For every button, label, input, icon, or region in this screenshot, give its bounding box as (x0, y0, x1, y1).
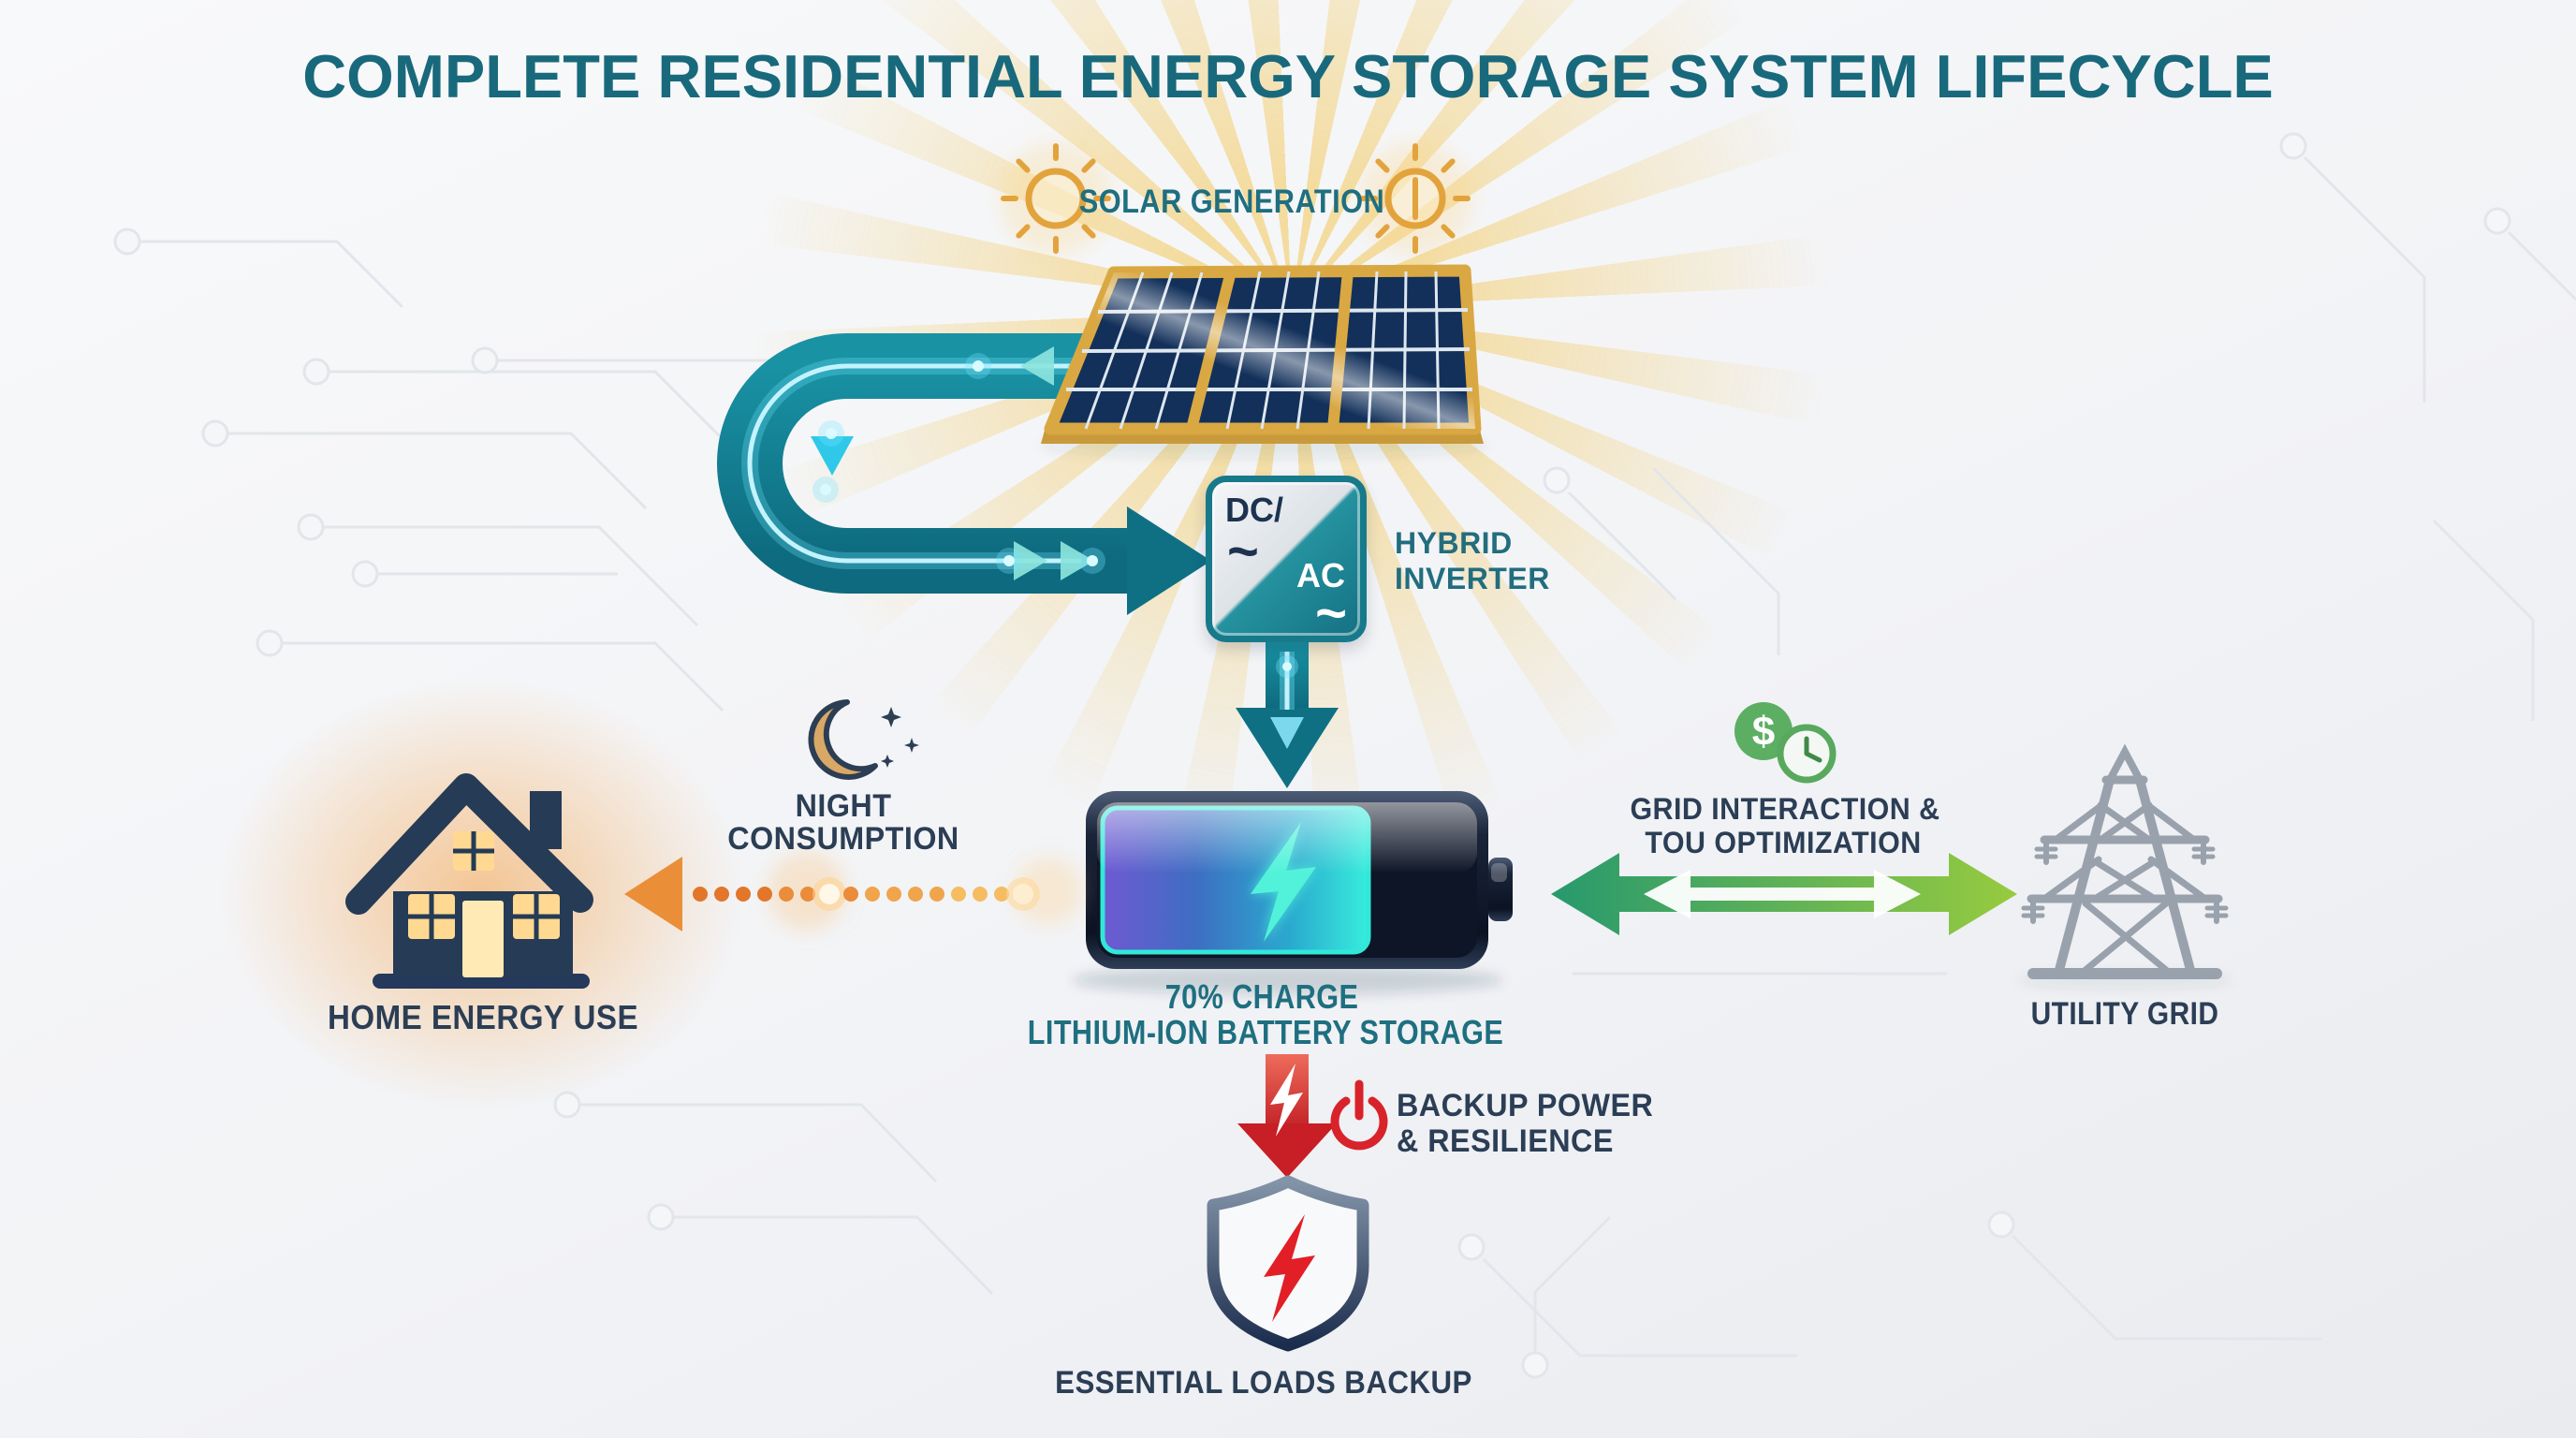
dc-label: DC/ (1225, 491, 1283, 529)
shield-bolt-icon (1264, 1214, 1315, 1322)
battery-bolt-icon (1251, 822, 1316, 942)
house-icon (345, 773, 593, 989)
backup-arrow-icon (1237, 1054, 1337, 1178)
flow-glow-dots (812, 353, 1105, 574)
backup-power-label-line2: & RESILIENCE (1397, 1123, 1614, 1159)
battery-charge-label: 70% CHARGE (1164, 977, 1359, 1016)
grid-flow-arrow (1551, 853, 2017, 935)
power-icon (1330, 1079, 1388, 1151)
shield-icon (1207, 1175, 1369, 1352)
hybrid-inverter-label-line1: HYBRID (1395, 526, 1513, 560)
dollar-icon: $ (1734, 702, 1793, 760)
solar-panel-icon (1041, 264, 1484, 444)
inverter-to-battery-arrow (1236, 642, 1339, 788)
utility-grid-label: UTILITY GRID (2030, 996, 2219, 1032)
page-title: COMPLETE RESIDENTIAL ENERGY STORAGE SYST… (302, 42, 2274, 110)
battery-icon (1086, 791, 1513, 969)
dc-wave: ~ (1227, 521, 1259, 582)
solar-flow-arrow (717, 333, 1211, 615)
solar-generation-label: SOLAR GENERATION (1078, 183, 1385, 220)
night-consumption-label-line1: NIGHT (795, 788, 892, 824)
ac-label: AC (1296, 556, 1345, 594)
battery-storage-label: LITHIUM-ION BATTERY STORAGE (1027, 1013, 1504, 1051)
essential-loads-label: ESSENTIAL LOADS BACKUP (1055, 1365, 1472, 1401)
sun-icon-right (1359, 142, 1471, 255)
circuit-traces-background (113, 132, 2576, 1379)
svg-text:$: $ (1752, 709, 1775, 755)
clock-icon (1777, 724, 1837, 784)
ac-wave: ~ (1315, 583, 1347, 644)
night-consumption-label-line2: CONSUMPTION (727, 821, 959, 857)
hybrid-inverter-icon: DC/ ~ AC ~ (1206, 476, 1367, 642)
sun-icon-left (1000, 142, 1112, 255)
moon-icon (808, 699, 919, 780)
hybrid-inverter-label-line2: INVERTER (1395, 562, 1550, 595)
utility-tower-icon (2021, 743, 2229, 979)
grid-interaction-label-line1: GRID INTERACTION & (1630, 792, 1940, 826)
home-energy-label: HOME ENERGY USE (327, 998, 639, 1036)
backup-power-label-line1: BACKUP POWER (1397, 1088, 1654, 1123)
grid-interaction-label-line2: TOU OPTIMIZATION (1645, 826, 1922, 859)
night-flow-arrow (624, 852, 1082, 932)
